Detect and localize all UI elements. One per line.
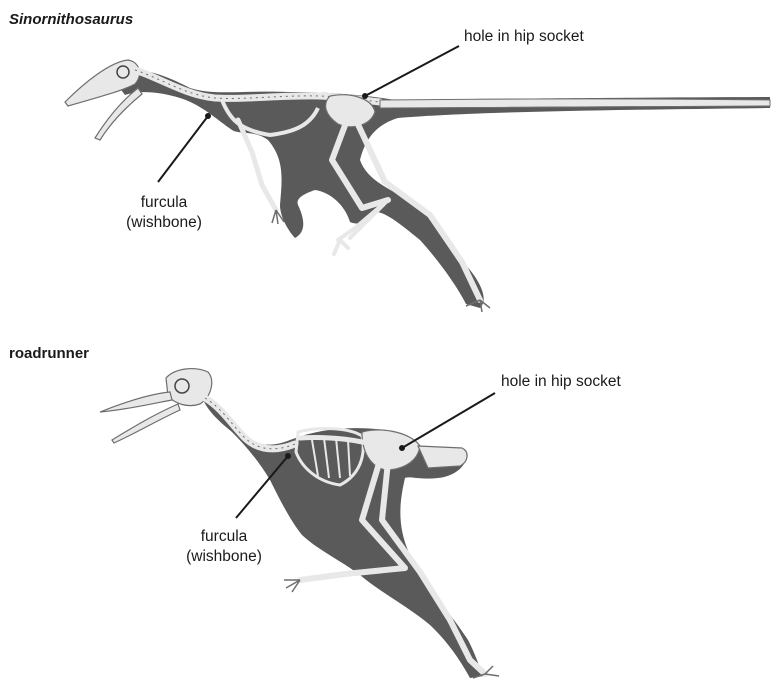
roadrunner-skeleton (100, 369, 499, 678)
sinornithosaurus-eye-socket (117, 66, 129, 78)
pointer-dot-hip-roadrunner (399, 445, 405, 451)
roadrunner-eye-socket (175, 379, 189, 393)
roadrunner-upper-beak (100, 392, 172, 412)
roadrunner-lower-beak (112, 404, 180, 443)
pointer-dot-furcula-roadrunner (285, 453, 291, 459)
sinornithosaurus-skeleton (65, 60, 770, 312)
roadrunner-neck (205, 398, 295, 449)
leader-line-hip-roadrunner (402, 393, 495, 448)
pointer-dot-furcula-sinornithosaurus (205, 113, 211, 119)
pointer-dot-hip-sinornithosaurus (362, 93, 368, 99)
sinornithosaurus-tail (380, 99, 770, 108)
leader-line-hip-sinornithosaurus (365, 46, 459, 96)
leader-line-furcula-sinornithosaurus (158, 116, 208, 182)
